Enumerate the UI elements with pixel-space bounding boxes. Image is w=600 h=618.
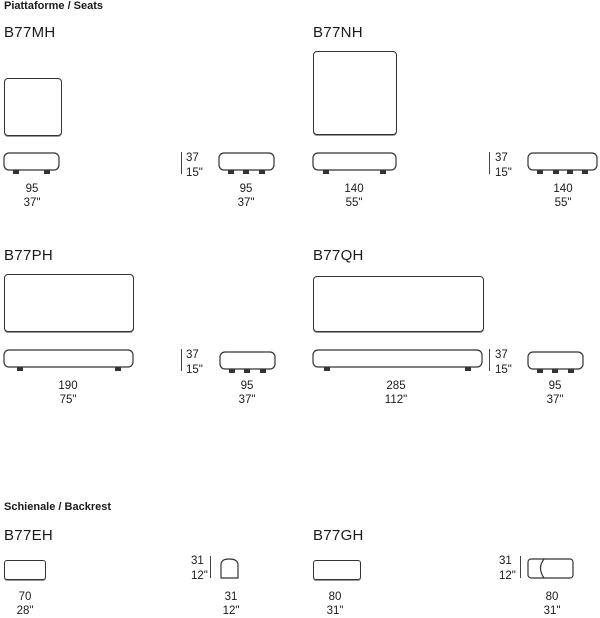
b77nh-height-in: 15" <box>495 167 512 179</box>
b77gh-width-in: 31" <box>326 605 344 617</box>
b77eh-side-depth-cm: 31 <box>224 591 238 603</box>
b77gh-side-depth-in: 31" <box>543 605 561 617</box>
b77gh-side-view <box>527 558 574 579</box>
b77ph-side-depth-in: 37" <box>238 394 256 406</box>
b77qh-top-view <box>313 276 484 332</box>
b77mh-width-cm: 95 <box>25 183 39 195</box>
b77mh-height-cm: 37 <box>186 152 199 164</box>
b77ph-front-view <box>3 349 134 371</box>
b77nh-height-line <box>489 152 490 174</box>
b77eh-side-depth-in: 12" <box>222 605 240 617</box>
b77ph-width-cm: 190 <box>58 380 78 392</box>
b77ph-height-line <box>181 349 182 371</box>
product-code-b77eh: B77EH <box>4 527 54 544</box>
product-code-b77qh: B77QH <box>313 247 364 264</box>
b77nh-width-cm: 140 <box>344 183 364 195</box>
b77eh-width-cm: 70 <box>18 591 32 603</box>
b77gh-width-cm: 80 <box>328 591 342 603</box>
b77qh-height-in: 15" <box>495 364 512 376</box>
b77eh-height-cm: 31 <box>191 555 204 567</box>
b77ph-side-depth-cm: 95 <box>240 380 254 392</box>
b77ph-top-view <box>4 274 134 332</box>
b77mh-height-in: 15" <box>186 167 203 179</box>
b77qh-width-in: 112" <box>384 394 408 406</box>
b77nh-top-view <box>313 51 397 135</box>
b77eh-height-line <box>210 556 211 578</box>
b77qh-side-depth-in: 37" <box>546 394 564 406</box>
b77gh-top-view <box>313 560 361 580</box>
product-code-b77nh: B77NH <box>313 24 363 41</box>
b77eh-top-view <box>4 560 46 580</box>
product-code-b77gh: B77GH <box>313 527 364 544</box>
b77gh-height-in: 12" <box>499 570 516 582</box>
b77nh-front-view <box>312 152 397 174</box>
b77gh-height-cm: 31 <box>499 555 512 567</box>
b77ph-height-cm: 37 <box>186 349 199 361</box>
section-title-backrest: Schienale / Backrest <box>4 501 112 513</box>
b77qh-front-view <box>312 349 483 371</box>
b77qh-height-line <box>489 349 490 371</box>
section-title-seats: Piattaforme / Seats <box>4 0 104 12</box>
b77gh-height-line <box>520 556 521 578</box>
b77qh-width-cm: 285 <box>386 380 406 392</box>
b77mh-top-view <box>4 78 62 136</box>
product-code-b77mh: B77MH <box>4 24 56 41</box>
b77mh-side-depth-in: 37" <box>237 197 255 209</box>
b77qh-height-cm: 37 <box>495 349 508 361</box>
b77ph-height-in: 15" <box>186 364 203 376</box>
b77mh-side-depth-cm: 95 <box>239 183 253 195</box>
b77nh-side-depth-cm: 140 <box>553 183 573 195</box>
b77nh-height-cm: 37 <box>495 152 508 164</box>
b77eh-width-in: 28" <box>16 605 34 617</box>
b77ph-width-in: 75" <box>59 394 77 406</box>
b77qh-side-view <box>527 351 584 373</box>
b77eh-height-in: 12" <box>191 570 208 582</box>
b77nh-width-in: 55" <box>345 197 363 209</box>
b77gh-side-depth-cm: 80 <box>545 591 559 603</box>
product-code-b77ph: B77PH <box>4 247 54 264</box>
b77mh-front-view <box>3 152 60 174</box>
b77nh-side-depth-in: 55" <box>554 197 572 209</box>
b77mh-height-line <box>181 152 182 174</box>
b77mh-width-in: 37" <box>23 197 41 209</box>
b77qh-side-depth-cm: 95 <box>548 380 562 392</box>
b77eh-side-view <box>220 558 239 579</box>
b77ph-side-view <box>219 351 276 373</box>
b77nh-side-view <box>527 152 598 174</box>
b77mh-side-view <box>218 152 275 174</box>
